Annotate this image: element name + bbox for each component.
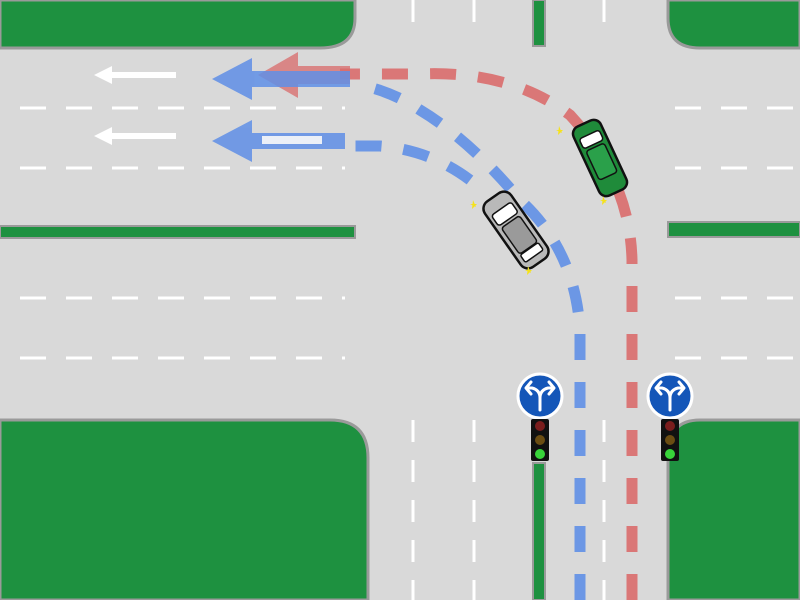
grass-top-left	[0, 0, 357, 50]
median-bottom	[532, 462, 546, 600]
grass-bottom-right	[666, 418, 800, 600]
left-right-arrow-icon	[524, 380, 556, 412]
lane-arrows	[94, 66, 176, 145]
left-arrow-icon	[94, 127, 176, 145]
sign-left	[516, 372, 564, 420]
car-gray-indicator-icon	[470, 200, 532, 275]
car-gray	[482, 190, 550, 270]
car-green-roof	[586, 143, 618, 181]
car-gray-windshield	[491, 202, 518, 226]
blue-left-arrow-icon	[212, 58, 350, 100]
right-path-curve	[340, 68, 638, 600]
traffic-light-right	[661, 419, 679, 461]
car-gray-rear-window	[520, 242, 544, 263]
left-path-curve	[354, 78, 586, 600]
left-right-arrow-icon	[654, 380, 686, 412]
median-right	[667, 221, 800, 238]
left-path-lower-curve	[340, 140, 474, 185]
lane-markings	[20, 0, 800, 600]
turn-paths	[340, 68, 638, 600]
car-gray-roof	[501, 215, 538, 254]
sign-right	[646, 372, 694, 420]
median-left	[0, 225, 356, 239]
grass-bottom-left	[0, 418, 370, 600]
car-green-windshield	[579, 130, 604, 149]
grass-top-right	[666, 0, 800, 50]
traffic-light-left	[531, 419, 549, 461]
median-top	[532, 0, 546, 47]
path-arrows	[212, 52, 350, 162]
car-green-indicator-icon	[556, 126, 607, 205]
car-green	[571, 118, 629, 198]
blue-left-arrow-icon	[212, 120, 345, 162]
left-arrow-icon	[94, 66, 176, 84]
